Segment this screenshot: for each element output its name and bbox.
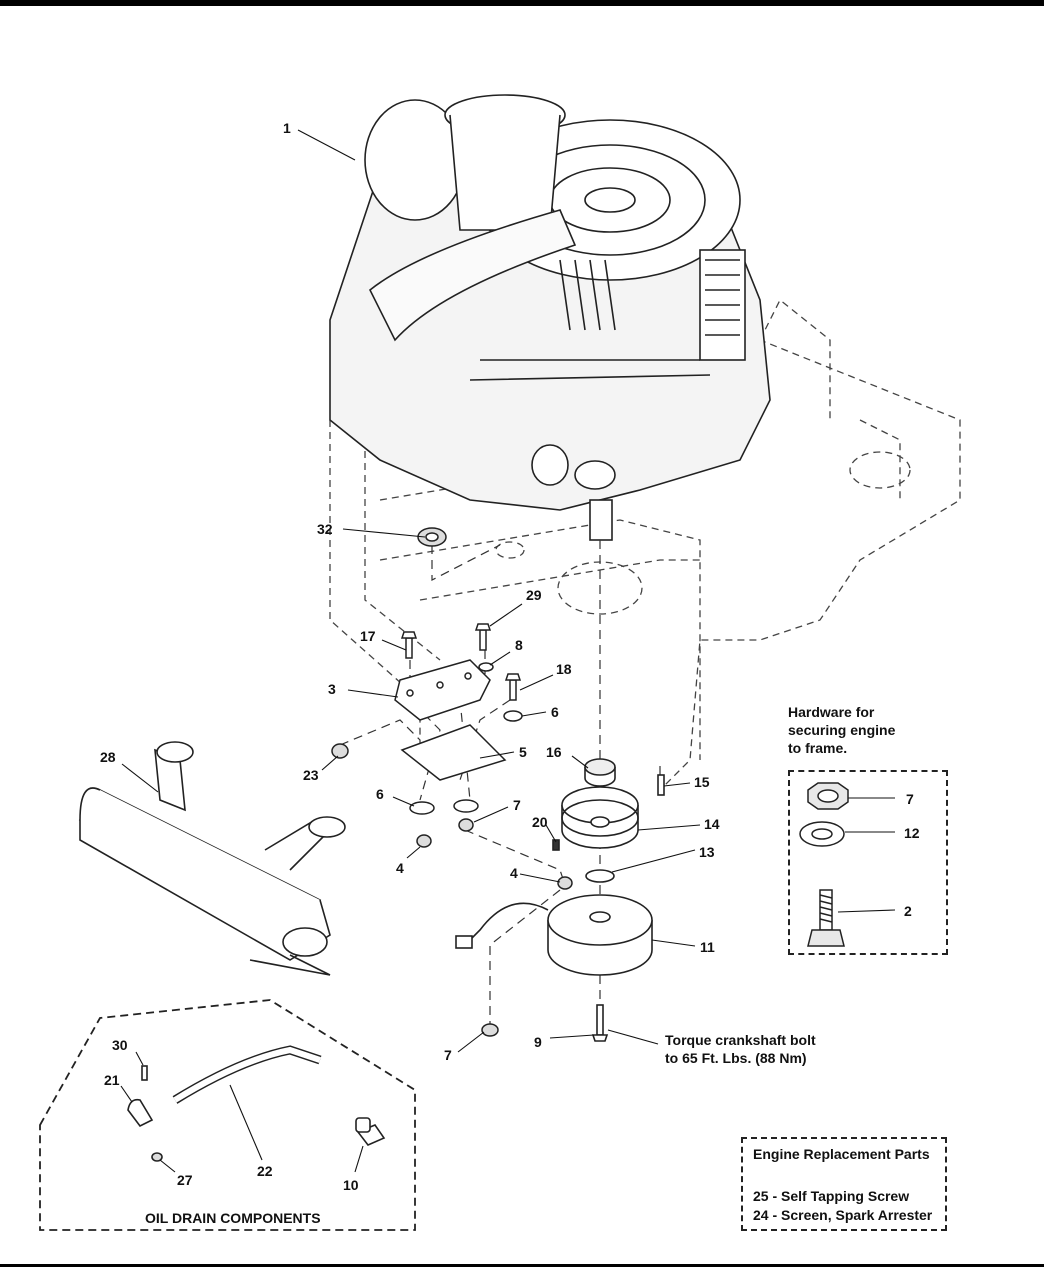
leader-lines — [120, 129, 896, 1173]
hardware-title-line-1: Hardware for — [788, 704, 875, 720]
callout-16: 16 — [546, 744, 562, 760]
callout-30: 30 — [112, 1037, 128, 1053]
callout-14: 14 — [704, 816, 720, 832]
callout-7b: 7 — [444, 1047, 452, 1063]
callout-7c: 7 — [906, 791, 914, 807]
callout-9: 9 — [534, 1034, 542, 1050]
callout-21: 21 — [104, 1072, 120, 1088]
replacement-title: Engine Replacement Parts — [753, 1146, 930, 1162]
hardware-box-parts — [799, 782, 849, 947]
hardware-title-line-2: securing engine — [788, 722, 896, 738]
callout-27: 27 — [177, 1172, 193, 1188]
callout-5: 5 — [519, 744, 527, 760]
torque-note-line-1: Torque crankshaft bolt — [665, 1032, 816, 1048]
callout-22: 22 — [257, 1163, 273, 1179]
oil-drain-parts — [39, 999, 416, 1231]
callout-29: 29 — [526, 587, 542, 603]
callout-23: 23 — [303, 767, 319, 783]
callout-labels: 1 32 29 17 8 3 18 6 23 5 16 15 6 7 20 14… — [100, 120, 920, 1193]
callout-28: 28 — [100, 749, 116, 765]
callout-18: 18 — [556, 661, 572, 677]
engine-assembly — [329, 94, 771, 541]
callout-17: 17 — [360, 628, 376, 644]
callout-4b: 4 — [510, 865, 518, 881]
mount-hardware — [331, 527, 573, 1037]
callout-4a: 4 — [396, 860, 404, 876]
callout-12: 12 — [904, 825, 920, 841]
callout-6a: 6 — [551, 704, 559, 720]
callout-2: 2 — [904, 903, 912, 919]
replacement-item-25: 25 - Self Tapping Screw — [753, 1188, 910, 1204]
callout-7a: 7 — [513, 797, 521, 813]
callout-3: 3 — [328, 681, 336, 697]
callout-11: 11 — [700, 939, 715, 955]
bottom-rule — [0, 1264, 1044, 1267]
muffler — [78, 741, 346, 976]
hardware-title-line-3: to frame. — [788, 740, 848, 756]
top-rule — [0, 0, 1044, 6]
callout-6b: 6 — [376, 786, 384, 802]
callout-1: 1 — [283, 120, 291, 136]
callout-20: 20 — [532, 814, 548, 830]
replacement-item-24: 24 - Screen, Spark Arrester — [753, 1207, 933, 1223]
hardware-box — [788, 770, 948, 955]
torque-note-line-2: to 65 Ft. Lbs. (88 Nm) — [665, 1050, 807, 1066]
callout-32: 32 — [317, 521, 333, 537]
replacement-parts-box: Engine Replacement Parts 25 - Self Tappi… — [741, 1137, 947, 1231]
callout-13: 13 — [699, 844, 715, 860]
pulley-clutch — [455, 758, 665, 1042]
callout-10: 10 — [343, 1177, 359, 1193]
torque-note: Torque crankshaft bolt to 65 Ft. Lbs. (8… — [665, 1031, 816, 1067]
callout-8: 8 — [515, 637, 523, 653]
oil-drain-caption: OIL DRAIN COMPONENTS — [145, 1210, 321, 1226]
callout-15: 15 — [694, 774, 710, 790]
hardware-title: Hardware for securing engine to frame. — [788, 703, 895, 757]
